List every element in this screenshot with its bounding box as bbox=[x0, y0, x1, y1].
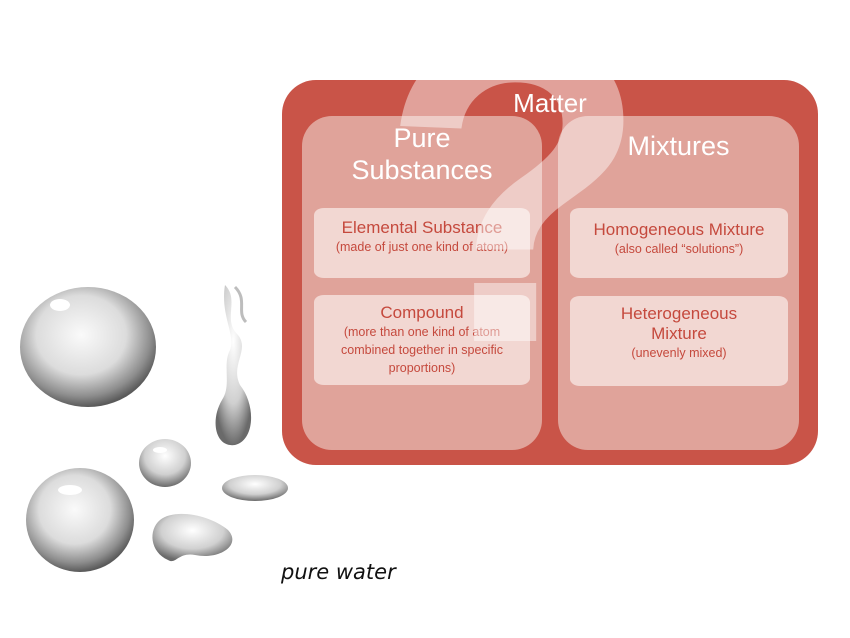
item-subtitle: (made of just one kind of atom) bbox=[335, 240, 509, 254]
small-round-drop bbox=[139, 439, 191, 487]
oval-drop bbox=[222, 475, 288, 501]
pure-substances-panel: Pure Substances Elemental Substance (mad… bbox=[302, 116, 542, 450]
mixtures-panel: Mixtures Homogeneous Mixture (also calle… bbox=[558, 116, 799, 450]
bottom-left-drop bbox=[26, 468, 134, 572]
item-subtitle: (unevenly mixed) bbox=[631, 346, 727, 360]
pure-substances-title: Pure Substances bbox=[351, 123, 493, 185]
item-subtitle: (more than one kind of atom combined tog… bbox=[341, 325, 503, 375]
item-title: Homogeneous Mixture bbox=[593, 220, 765, 239]
compound-box: Compound (more than one kind of atom com… bbox=[314, 295, 530, 385]
large-drop bbox=[20, 287, 156, 407]
mixtures-title: Mixtures bbox=[627, 131, 730, 161]
matter-title: Matter bbox=[513, 88, 587, 118]
item-subtitle: (also called “solutions”) bbox=[614, 242, 744, 256]
elemental-substance-box: Elemental Substance (made of just one ki… bbox=[314, 208, 530, 278]
item-title: Elemental Substance bbox=[341, 218, 503, 237]
pure-water-caption: pure water bbox=[281, 560, 396, 584]
splash-drop bbox=[215, 285, 252, 446]
irregular-drop bbox=[152, 513, 233, 562]
homogeneous-mixture-box: Homogeneous Mixture (also called “soluti… bbox=[570, 208, 788, 278]
item-title: Compound bbox=[380, 303, 464, 322]
matter-box: Matter Pure Substances Elemental Substan… bbox=[282, 80, 818, 465]
item-title: Heterogeneous Mixture bbox=[620, 304, 738, 343]
heterogeneous-mixture-box: Heterogeneous Mixture (unevenly mixed) bbox=[570, 296, 788, 386]
